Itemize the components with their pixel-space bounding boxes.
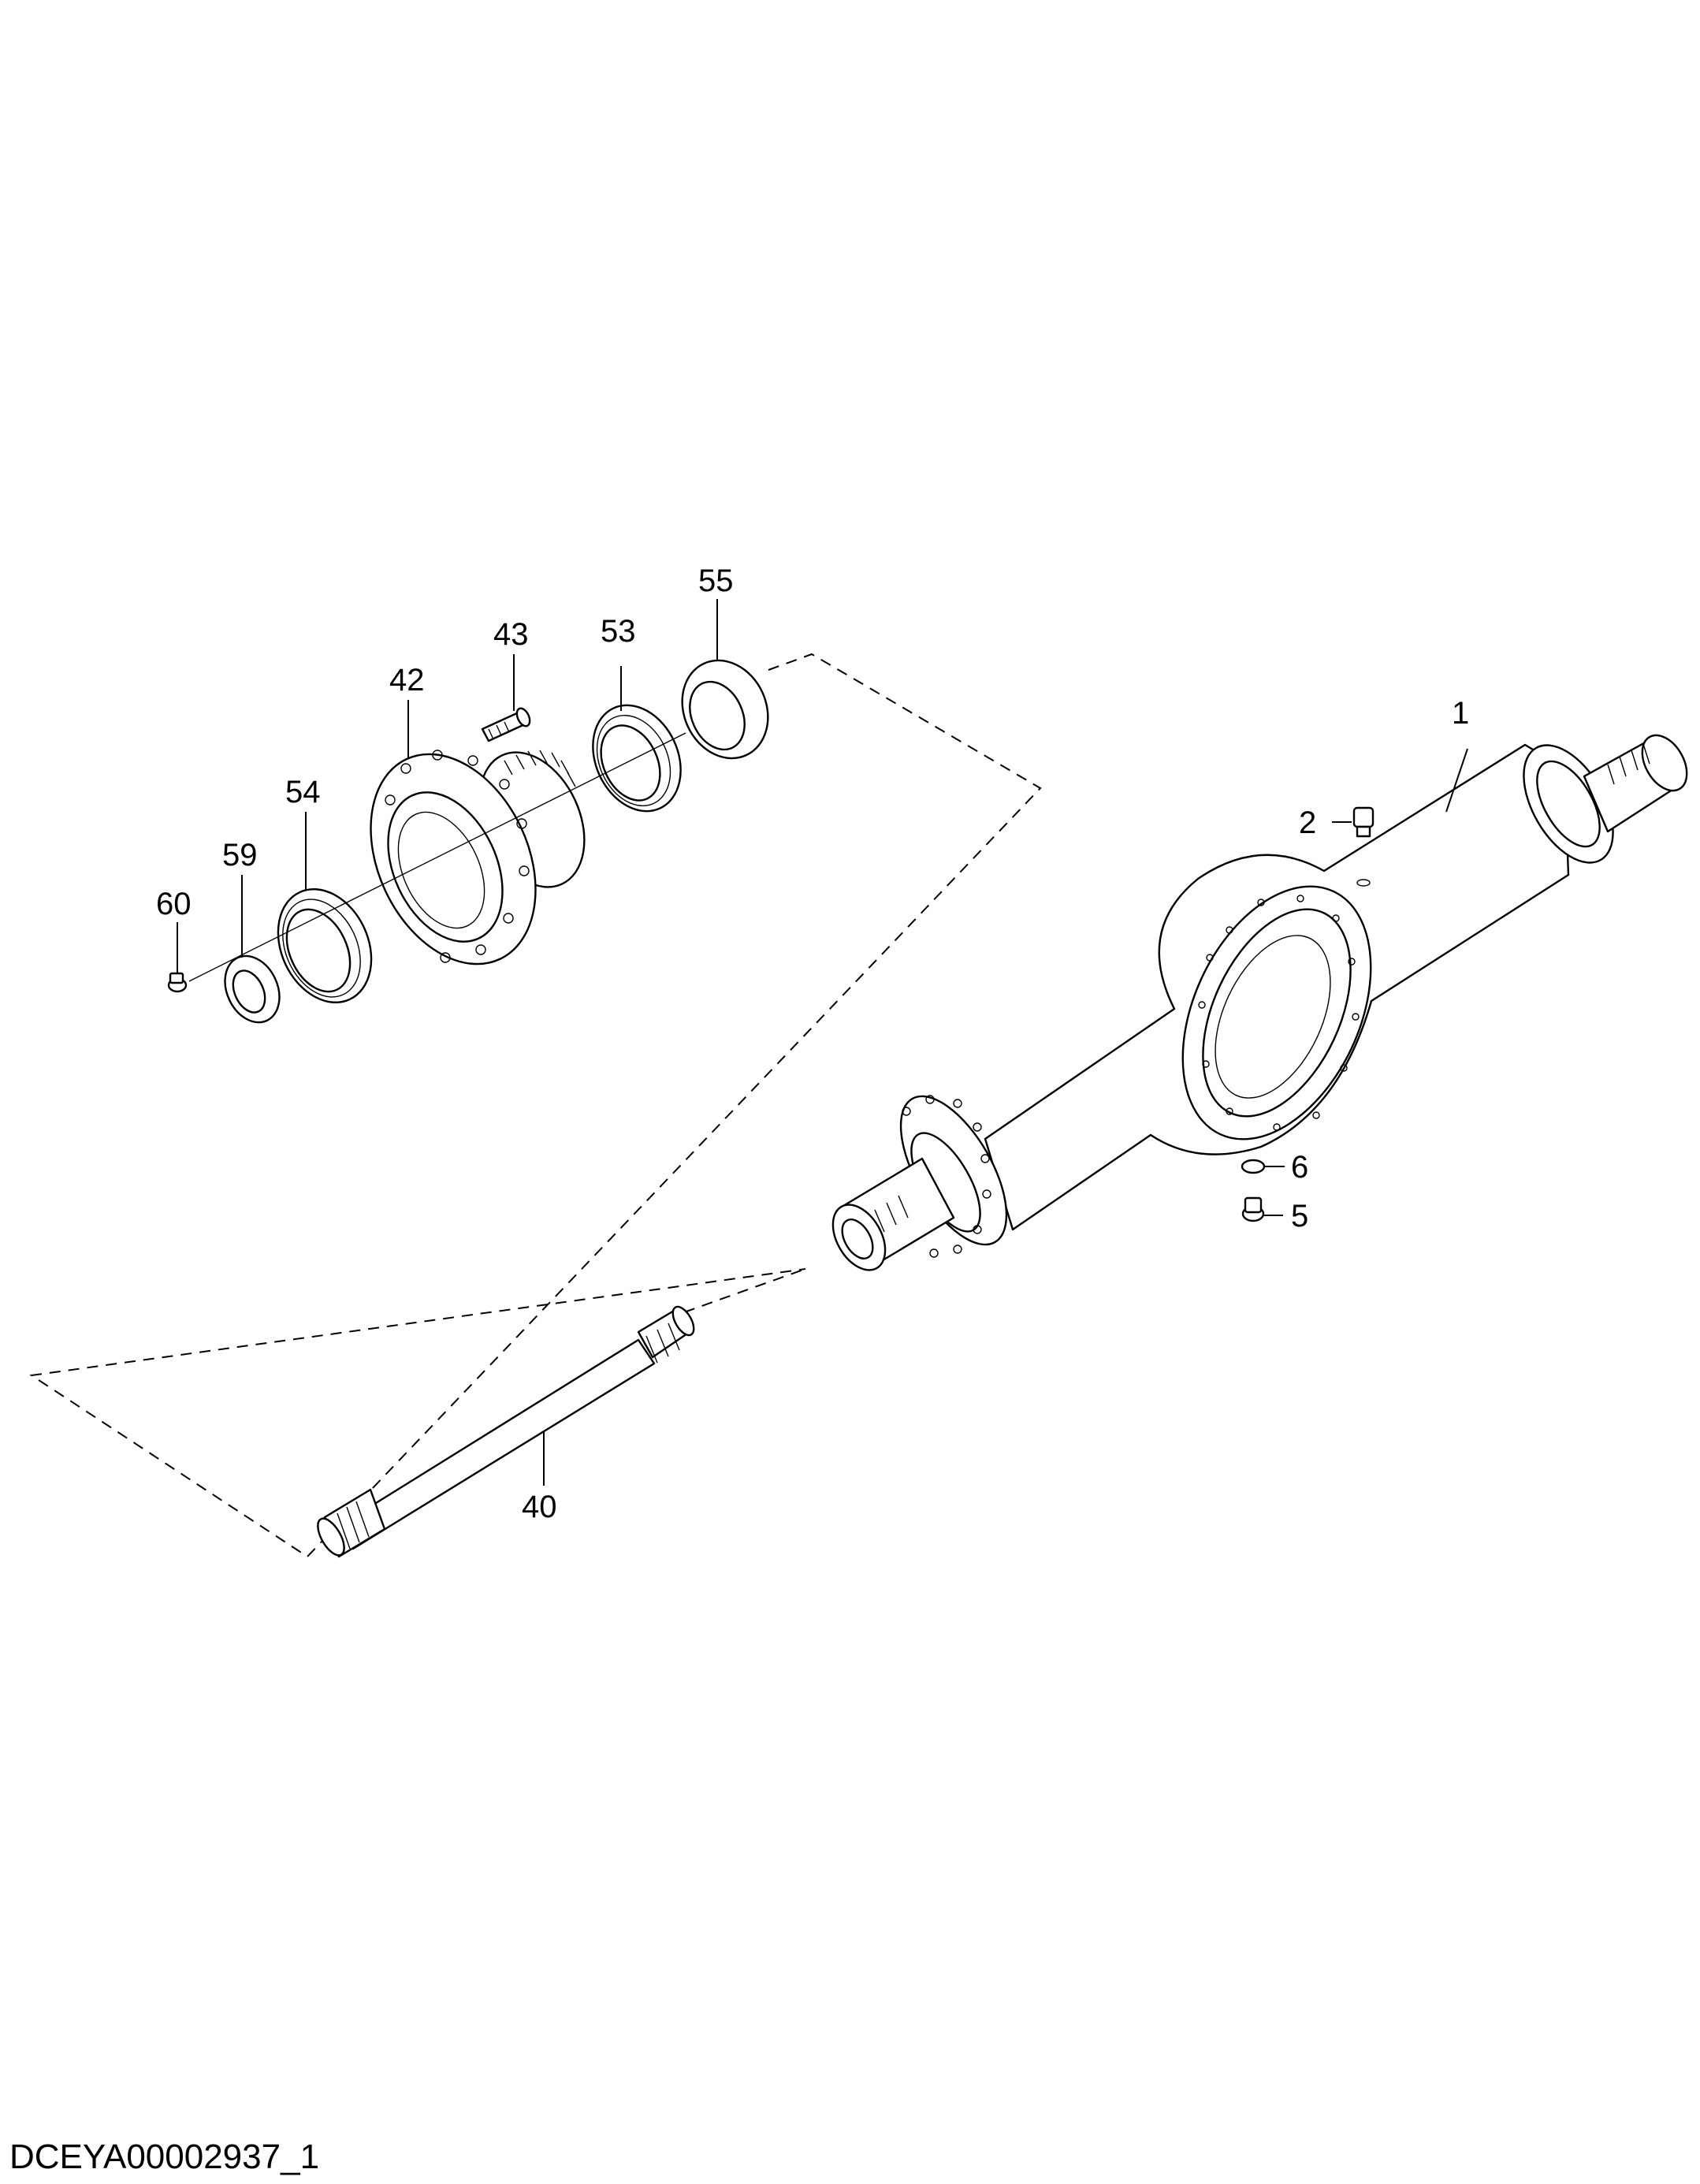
hub-centerline xyxy=(188,732,686,982)
nut-part-59 xyxy=(224,954,281,1024)
part-label-54: 54 xyxy=(285,775,321,809)
part-label-53: 53 xyxy=(601,614,636,649)
part-label-1: 1 xyxy=(1452,696,1469,731)
plug-part-5 xyxy=(1241,1196,1265,1222)
seal-ring-part-55 xyxy=(681,659,769,760)
bearing-part-54 xyxy=(277,887,373,1004)
part-label-5: 5 xyxy=(1291,1199,1308,1233)
shaft-axis-dashed-line xyxy=(683,1268,806,1313)
part-label-42: 42 xyxy=(389,663,425,698)
plug-part-2 xyxy=(1352,806,1375,838)
axle-shaft xyxy=(317,1305,695,1558)
part-label-55: 55 xyxy=(698,564,734,598)
part-label-43: 43 xyxy=(493,617,529,652)
wheel-hub-part-42 xyxy=(370,750,586,965)
screw-part-60 xyxy=(167,972,188,993)
part-label-6: 6 xyxy=(1291,1150,1308,1185)
stud-part-43 xyxy=(481,707,531,742)
reference-code: DCEYA00002937_1 xyxy=(9,2137,320,2176)
assembly-dashed-outline xyxy=(29,653,1042,1558)
part-label-60: 60 xyxy=(156,887,192,921)
washer-part-6 xyxy=(1241,1159,1266,1174)
leader-1 xyxy=(1445,748,1468,813)
part-label-40: 40 xyxy=(522,1490,557,1524)
bearing-part-53 xyxy=(592,704,682,813)
part-label-2: 2 xyxy=(1299,806,1316,840)
part-label-59: 59 xyxy=(222,838,258,872)
axle-housing xyxy=(831,734,1688,1271)
